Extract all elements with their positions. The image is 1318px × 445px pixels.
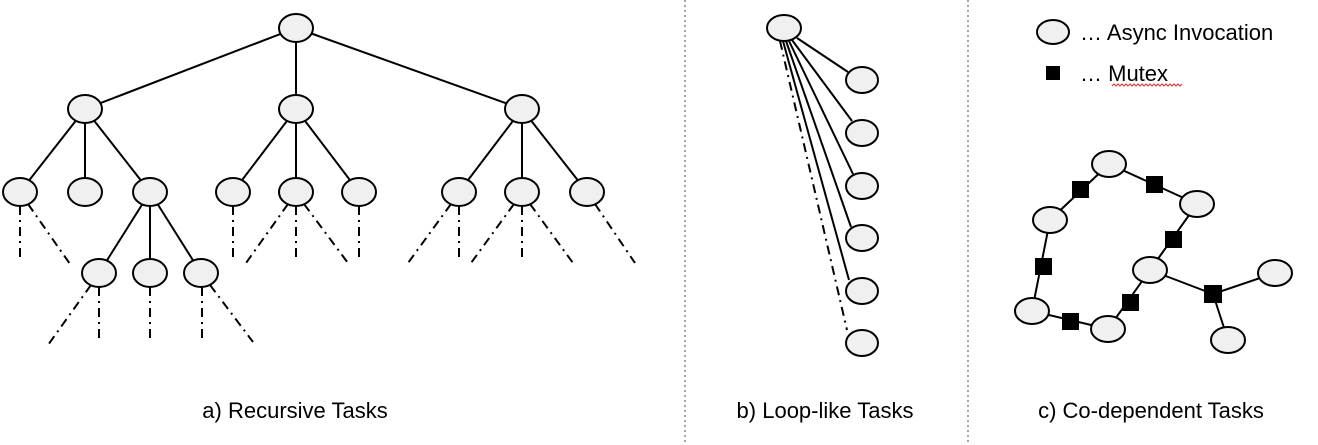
edge bbox=[232, 108, 297, 193]
edge bbox=[782, 40, 850, 281]
async-invocation-node bbox=[504, 94, 540, 124]
caption-recursive-tasks: a) Recursive Tasks bbox=[202, 398, 387, 423]
async-invocation-node bbox=[215, 177, 251, 207]
async-invocation-node bbox=[441, 177, 477, 207]
async-invocation-node bbox=[1257, 259, 1293, 287]
async-invocation-node bbox=[845, 66, 879, 94]
loop-nodes bbox=[766, 14, 879, 357]
panel-loop-like-tasks: b) Loop-like Tasks bbox=[737, 14, 914, 423]
spellcheck-underline bbox=[1111, 83, 1183, 87]
async-invocation-node bbox=[132, 258, 168, 288]
caption-co-dependent-tasks: c) Co-dependent Tasks bbox=[1038, 398, 1264, 423]
mutex-icon bbox=[1062, 313, 1079, 330]
edge bbox=[521, 108, 588, 193]
continuation-edge bbox=[779, 40, 848, 331]
async-invocation-node bbox=[183, 258, 219, 288]
edge bbox=[785, 40, 852, 228]
continuation-edge bbox=[470, 203, 515, 264]
async-invocation-node bbox=[1091, 150, 1127, 178]
panel-recursive-tasks: a) Recursive Tasks bbox=[2, 13, 636, 423]
async-invocation-node bbox=[278, 94, 314, 124]
async-invocation-node bbox=[766, 14, 802, 42]
caption-loop-like-tasks: b) Loop-like Tasks bbox=[737, 398, 914, 423]
legend-async-invocation-label: … Async Invocation bbox=[1080, 20, 1273, 45]
async-invocation-node bbox=[1032, 206, 1068, 234]
async-invocation-node bbox=[1179, 190, 1215, 218]
continuation-edge bbox=[407, 203, 452, 264]
panel-co-dependent-tasks: … Async Invocation … Mutex bbox=[1014, 19, 1293, 423]
async-invocation-node bbox=[81, 258, 117, 288]
mutex-icon bbox=[1146, 176, 1163, 193]
async-invocation-node bbox=[2, 177, 38, 207]
async-invocation-node bbox=[1210, 326, 1246, 354]
async-invocation-node bbox=[1014, 297, 1050, 325]
edge bbox=[19, 108, 86, 193]
async-invocation-node bbox=[132, 177, 168, 207]
legend: … Async Invocation … Mutex bbox=[1036, 19, 1273, 87]
continuation-edge bbox=[47, 284, 92, 346]
edge bbox=[791, 39, 853, 122]
mutex-icon bbox=[1204, 285, 1222, 303]
continuation-edges bbox=[19, 203, 636, 346]
async-invocation-node bbox=[67, 177, 103, 207]
edge bbox=[458, 108, 523, 193]
edge bbox=[295, 27, 523, 110]
edge bbox=[295, 108, 360, 193]
mutex-icon bbox=[1122, 294, 1139, 311]
async-invocation-node bbox=[845, 329, 879, 357]
continuation-edge bbox=[27, 203, 71, 265]
async-invocation-node bbox=[278, 13, 314, 43]
continuation-edge bbox=[303, 203, 349, 264]
async-invocation-node bbox=[504, 177, 540, 207]
dependency-nodes bbox=[1014, 150, 1293, 354]
continuation-edge bbox=[594, 203, 636, 264]
edge bbox=[788, 40, 854, 175]
edge bbox=[98, 191, 151, 274]
async-invocation-node bbox=[845, 224, 879, 252]
async-invocation-node bbox=[845, 172, 879, 200]
async-invocation-node bbox=[67, 94, 103, 124]
mutex-icon bbox=[1165, 231, 1182, 248]
continuation-edge bbox=[209, 284, 254, 343]
loop-edges bbox=[779, 37, 854, 331]
legend-mutex-label: … Mutex bbox=[1080, 61, 1168, 86]
async-invocation-node bbox=[845, 119, 879, 147]
edge bbox=[796, 37, 849, 73]
mutex-icon bbox=[1035, 258, 1052, 275]
edge bbox=[149, 191, 202, 274]
legend-mutex-icon bbox=[1046, 66, 1060, 80]
async-invocation-node bbox=[1132, 256, 1168, 284]
mutex-icon bbox=[1072, 181, 1089, 198]
mutexes bbox=[1035, 176, 1222, 330]
edge bbox=[84, 27, 297, 110]
tree-edges bbox=[19, 27, 588, 274]
continuation-edge bbox=[245, 203, 289, 264]
async-invocation-node bbox=[569, 177, 605, 207]
async-invocation-node bbox=[1090, 315, 1126, 343]
tree-nodes bbox=[2, 13, 605, 288]
legend-async-invocation-icon bbox=[1036, 19, 1070, 45]
continuation-edge bbox=[529, 203, 574, 264]
async-invocation-node bbox=[278, 177, 314, 207]
edge bbox=[84, 108, 151, 193]
async-invocation-node bbox=[845, 277, 879, 305]
async-invocation-node bbox=[341, 177, 377, 207]
